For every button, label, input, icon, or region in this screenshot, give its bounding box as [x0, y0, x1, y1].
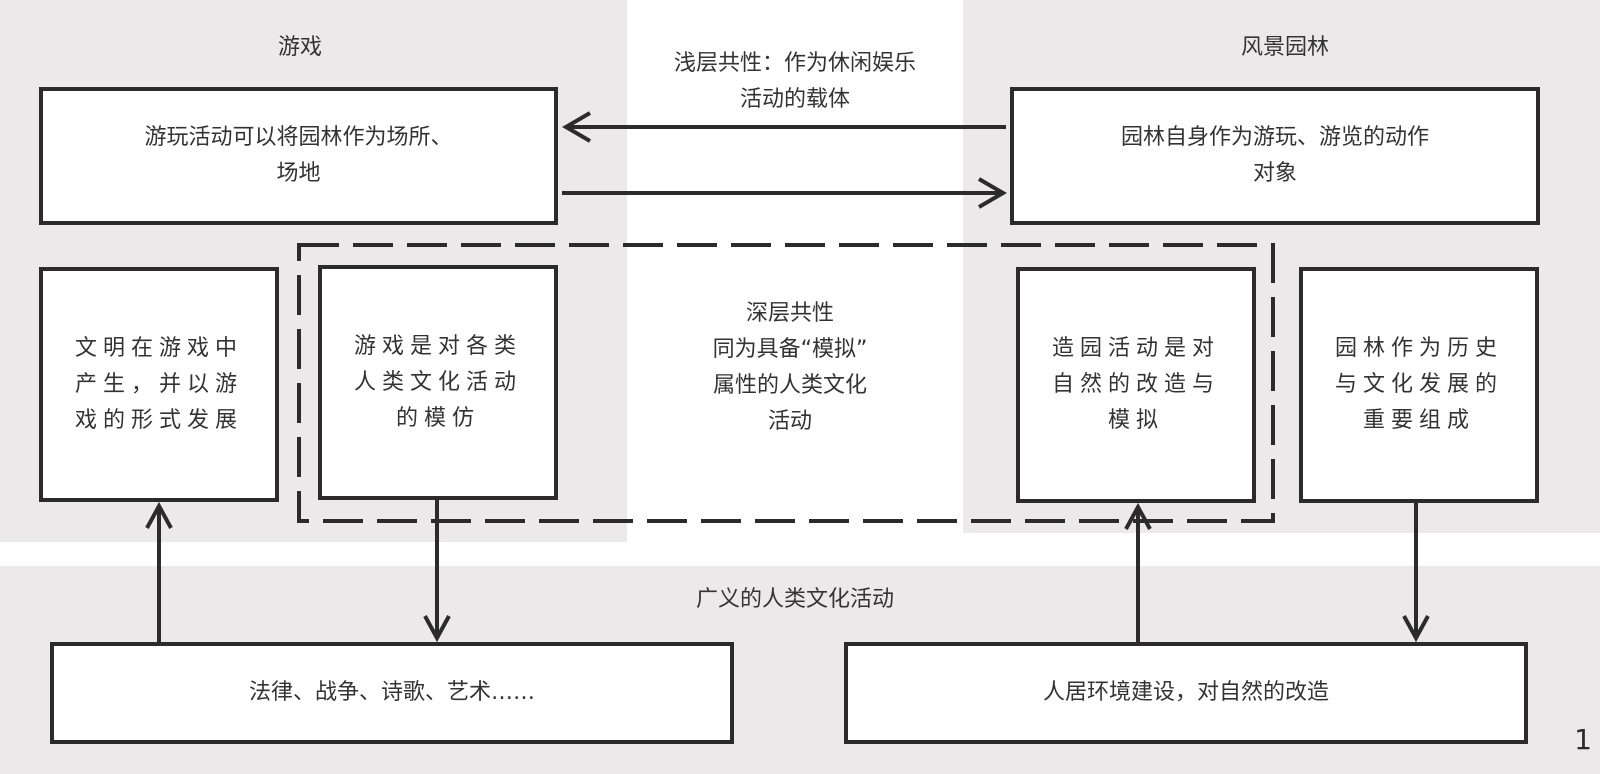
- garden-history-box: 园林作为历史 与文化发展的 重要组成: [1299, 267, 1539, 503]
- civilization-in-game-box: 文明在游戏中 产生，并以游 戏的形式发展: [39, 267, 279, 502]
- game-imitation-box: 游戏是对各类 人类文化活动 的模仿: [318, 265, 558, 500]
- game-venue-box: 游玩活动可以将园林作为场所、 场地: [39, 87, 558, 225]
- garden-object-box: 园林自身作为游玩、游览的动作 对象: [1010, 87, 1540, 225]
- game-region-title: 游戏: [277, 35, 322, 60]
- garden-making-box: 造园活动是对 自然的改造与 模拟: [1016, 267, 1256, 503]
- garden-region-title: 风景园林: [1240, 35, 1329, 60]
- deep-commonality-label: 深层共性 同为具备“模拟” 属性的人类文化 活动: [712, 301, 868, 434]
- culture-examples-box: 法律、战争、诗歌、艺术……: [50, 642, 734, 744]
- habitat-building-box: 人居环境建设，对自然的改造: [844, 642, 1528, 744]
- broad-culture-region-title: 广义的人类文化活动: [695, 587, 894, 612]
- page-number: 1: [1574, 723, 1592, 756]
- shallow-commonality-label: 浅层共性：作为休闲娱乐 活动的载体: [673, 51, 916, 112]
